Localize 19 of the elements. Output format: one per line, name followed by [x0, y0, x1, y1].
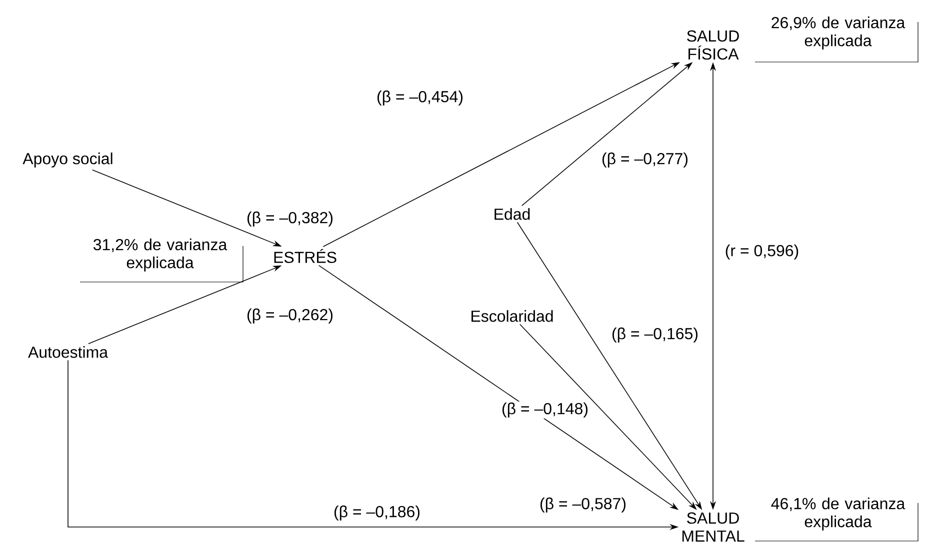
- variance-note: 31,2% de varianza explicada: [80, 238, 244, 282]
- variable-label: Escolaridad: [472, 310, 553, 322]
- edge-label: (β = –0,277): [600, 152, 690, 168]
- edge-label: (β = –0,262): [246, 308, 335, 324]
- variable-label: SALUD FÍSICA: [687, 30, 739, 60]
- variance-note: 46,1% de varianza explicada: [754, 498, 918, 542]
- edge-label: (β = –0,382): [246, 210, 335, 228]
- variable-label: Apoyo social: [22, 152, 112, 168]
- variable-label: Autoestima: [28, 346, 108, 358]
- variable-label: ESTRÉS: [274, 248, 336, 263]
- edge-label: (β = –0,587): [538, 496, 628, 514]
- edge-label: (β = –0,186): [332, 504, 422, 522]
- edge-label: (β = –0,148): [500, 402, 590, 418]
- edge-label: (r = 0,596): [724, 244, 800, 260]
- edge-label: (β = –0,454): [376, 90, 465, 106]
- edge-label: (β = –0,165): [610, 326, 700, 344]
- variable-label: SALUD MENTAL: [682, 512, 744, 542]
- variance-note: 26,9% de varianza explicada: [754, 16, 918, 62]
- variable-label: Edad: [494, 208, 530, 220]
